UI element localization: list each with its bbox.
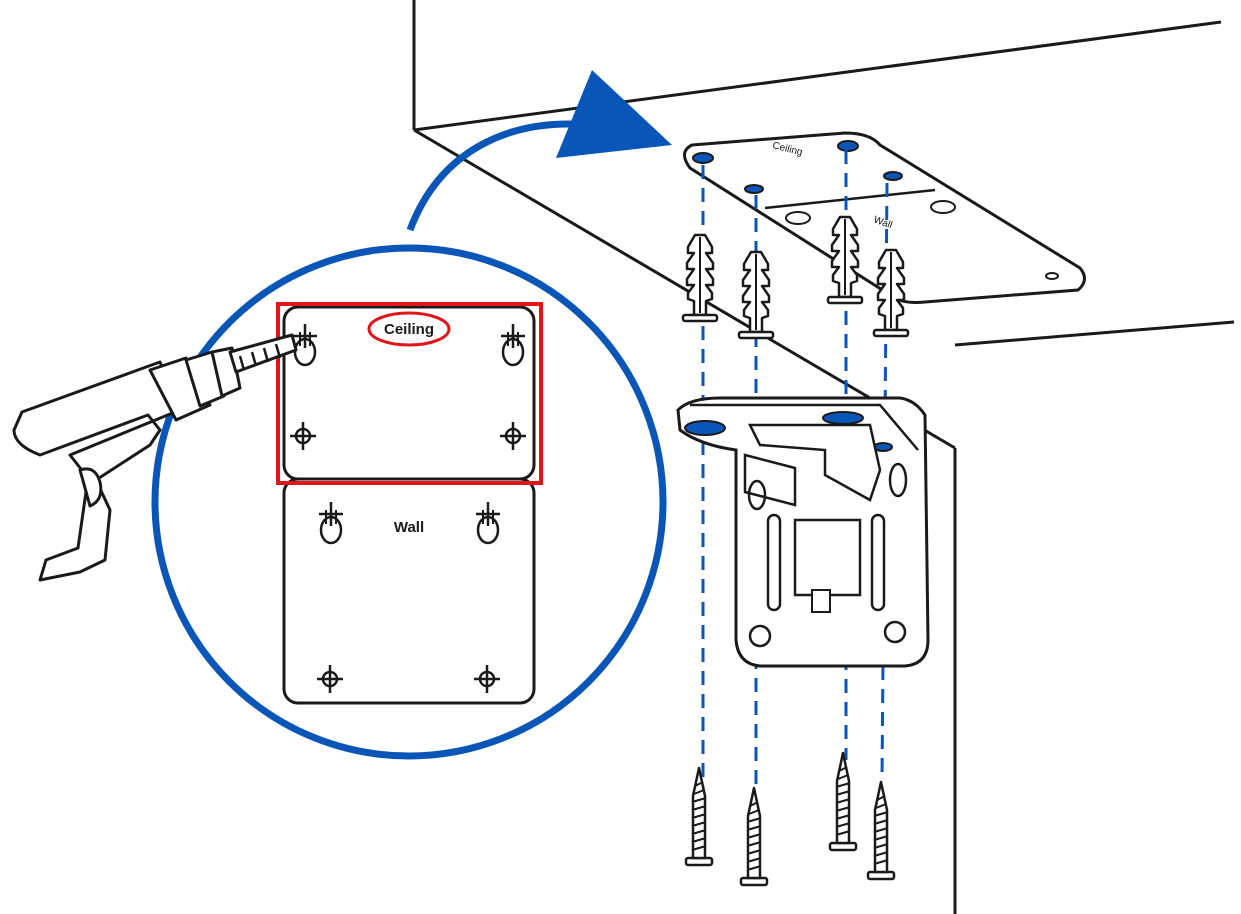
room-outline <box>412 0 1235 914</box>
ceiling-plate: Ceiling Wall <box>683 131 1086 304</box>
curved-arrow-icon <box>406 70 672 232</box>
anchor-icon <box>681 233 719 323</box>
ceiling-template <box>282 305 536 481</box>
screw-icon <box>739 786 769 887</box>
mounting-bracket-icon <box>676 396 930 668</box>
ceiling-section-highlight <box>276 302 543 485</box>
screw-icon <box>866 780 896 881</box>
screw-icon <box>684 766 714 867</box>
screw-icon <box>828 751 858 852</box>
wall-template <box>282 477 536 705</box>
magnified-template-view: Wall Ceiling <box>151 244 667 760</box>
anchor-icon <box>872 248 910 338</box>
template-ceiling-label: Ceiling <box>384 321 434 338</box>
drill-icon <box>12 333 298 582</box>
ceiling-label-highlight <box>367 311 451 347</box>
template-wall-label: Wall <box>394 519 424 536</box>
screws <box>684 751 896 887</box>
anchor-icon <box>826 215 864 305</box>
